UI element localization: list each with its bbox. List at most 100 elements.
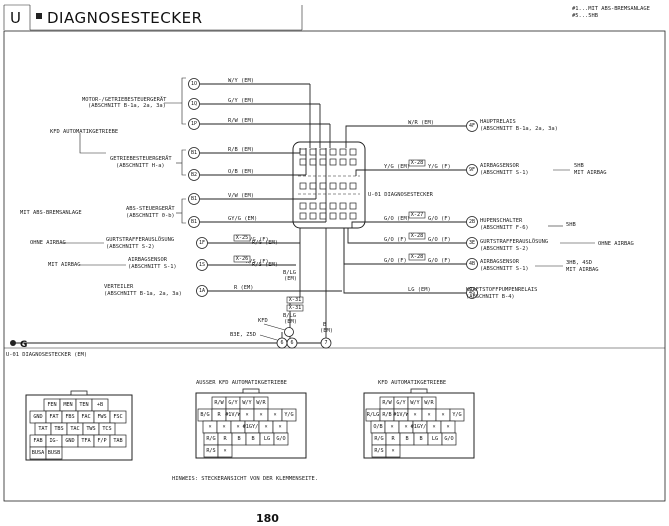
wire-box [408, 253, 426, 261]
connector-cell-label: B [251, 436, 254, 442]
connector-cell-label: BUSB [48, 450, 61, 456]
connector-cell-label: × [404, 424, 407, 430]
connector-pin [309, 182, 317, 190]
small-wire-label: R/S (EM) [252, 262, 278, 268]
connector-cell-label: FBS [65, 414, 74, 420]
left-wire-label: R/W (EM) [228, 118, 254, 124]
right-connector-code: 4B [469, 261, 475, 267]
connector-pin [309, 202, 317, 210]
connector-latch [70, 390, 88, 396]
connector-cell [281, 408, 297, 422]
section-letter: U [10, 9, 21, 27]
small-wire-label: G/O (EM) [384, 216, 410, 222]
connector-pin [349, 182, 357, 190]
wire-box-label: X-26 [236, 256, 249, 262]
kraft-label: KRAFTSTOFFPUMPENRELAIS [466, 287, 537, 293]
connector-cell-label: FWS [97, 414, 106, 420]
connector-cell-label: R/S [374, 448, 383, 454]
connector-cell-label: × [391, 448, 394, 454]
left-wire-label: R/G (F) [246, 237, 269, 243]
bg-label-1: B/LG [283, 270, 296, 276]
connector-cell-label: FSC [113, 414, 122, 420]
left-connector-circle [188, 98, 200, 110]
right-connector-code: 2B [469, 219, 475, 225]
b-em-label-1: B [323, 322, 326, 328]
connector-cell-label: × [208, 424, 211, 430]
wire-box-label: X-28 [411, 254, 424, 260]
connector-cell [109, 434, 127, 448]
ground-terminal [10, 340, 16, 346]
right-connector-circle [466, 120, 478, 132]
connector-cell-label: R/G [206, 436, 215, 442]
connector-cell-label: LG [264, 436, 270, 442]
wire-w-r [345, 125, 466, 148]
connector-cell-label: GND [65, 438, 74, 444]
small-wire-label: G/O (F) [428, 237, 451, 243]
airbagsensor-label: AIRBAGSENSOR [480, 163, 520, 169]
wire-box-label: X-27 [411, 212, 424, 218]
small-wire-label: G/O (F) [428, 216, 451, 222]
connector-cell-label: R/W [382, 400, 392, 406]
connector-pin [329, 202, 337, 210]
connector-pin [319, 148, 327, 156]
connector-cell-label: × [446, 424, 449, 430]
connector-pin [309, 148, 317, 156]
airbag2-note-2: MIT AIRBAG [566, 267, 598, 273]
connector-cell-label: FAT [49, 414, 58, 420]
connector-cell [441, 432, 457, 446]
wire-box-label: X-31 [289, 297, 302, 303]
connector-cell-label: W/R [424, 400, 434, 406]
connector-title: U-01 DIAGNOSESTECKER [368, 192, 434, 198]
right-wire-label: W/R (EM) [408, 120, 434, 126]
left-connector-code: 1Q [191, 101, 197, 107]
connector-cell-label: TAC [70, 426, 79, 432]
connector-cell-label: G/O [276, 436, 285, 442]
connector-cell-label: IG- [49, 438, 58, 444]
connector-cell-label: G/Y [228, 400, 238, 406]
connector-pin [319, 182, 327, 190]
title-bullet [36, 13, 42, 19]
connector-pin [349, 202, 357, 210]
connector-cell-label: × [441, 412, 444, 418]
connector-cell-label: × [273, 412, 276, 418]
connector-pin [349, 212, 357, 220]
connector-cell-label: B/G [200, 412, 209, 418]
header-note-1: #1...MIT ABS-BREMSANLAGE [572, 6, 650, 12]
left-side: MOTOR-/GETRIEBESTEUERGERÄT (ABSCHNITT B-… [20, 77, 342, 297]
mit-airbag-left: MIT AIRBAG [48, 262, 80, 268]
right-connector-circle [466, 216, 478, 228]
left-connector-circle [196, 259, 208, 271]
airbag2-note-1: 3HB, 4SD [566, 260, 592, 266]
connector-pin [339, 158, 347, 166]
connector-cell-label: × [278, 424, 281, 430]
left-connector-code: B1 [191, 196, 197, 202]
connector-cell-label: B [419, 436, 422, 442]
connector-cell-label: R/B [382, 412, 391, 418]
small-wire-label: G/O (F) [428, 258, 451, 264]
connector-latch [410, 388, 428, 394]
wire-box-label: X-25 [236, 235, 249, 241]
connector-cell-label: × [245, 412, 248, 418]
connector-cell-label: +B [97, 402, 103, 408]
connector-cell [109, 410, 127, 424]
connector-cell-label: LG [432, 436, 438, 442]
wire-y-g [355, 169, 466, 176]
airbag-note-2: MIT AIRBAG [574, 170, 606, 176]
connector-cell-label: R/S [206, 448, 215, 454]
hupe-label: HUPENSCHALTER [480, 218, 523, 224]
bgem-label-1: B/LG [283, 313, 296, 319]
ground-point-7-label: 7 [324, 340, 327, 346]
connector-cell-label: F/P [97, 438, 106, 444]
connector-cell [273, 432, 289, 446]
connector-pin [339, 202, 347, 210]
wire-box [233, 234, 251, 242]
connector-cell-label: × [264, 424, 267, 430]
connector-cell-label: #1GY/G [411, 424, 430, 430]
connector-pin [329, 148, 337, 156]
left-connector-code: 1F [199, 240, 205, 246]
verteiler-section: (ABSCHNITT B-1a, 2a, 3a) [104, 291, 182, 297]
left-wire-label: O/B (EM) [228, 169, 254, 175]
page-title: DIAGNOSESTECKER [47, 9, 203, 27]
connector-cell [385, 444, 401, 458]
connector-cell-label: × [432, 424, 435, 430]
